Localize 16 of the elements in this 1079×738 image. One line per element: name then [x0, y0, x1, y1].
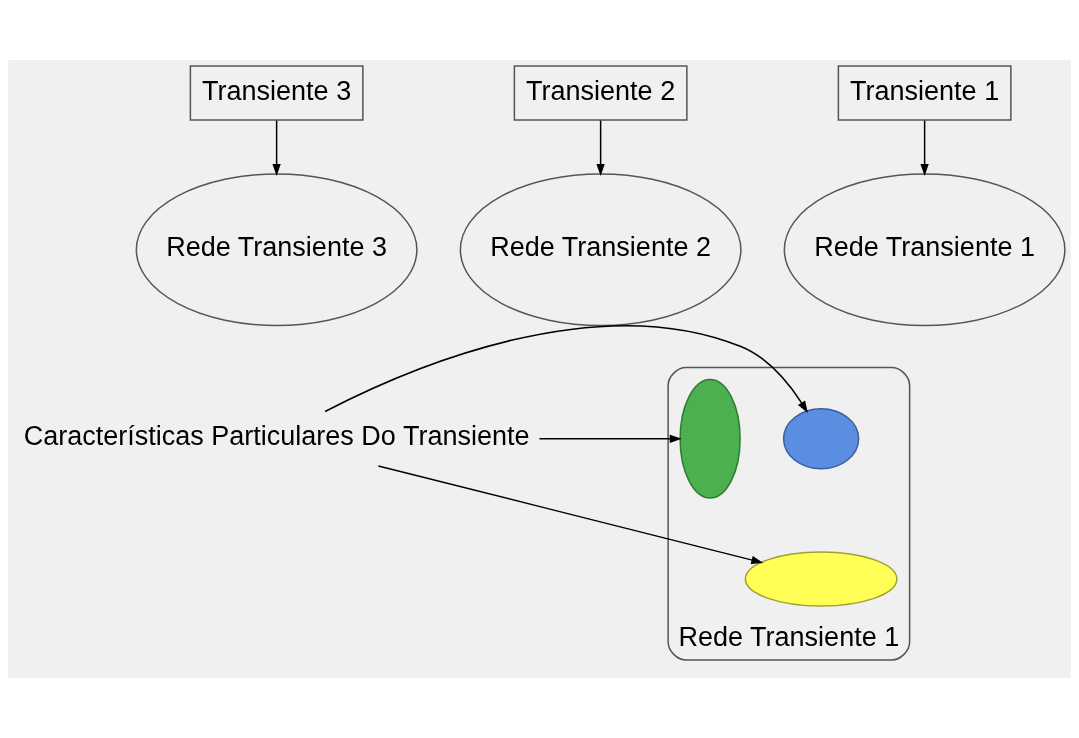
- arrow: [538, 434, 682, 443]
- arrow: [920, 119, 929, 176]
- arrow: [377, 465, 764, 565]
- arrow: [596, 119, 605, 176]
- arrow: [324, 325, 808, 413]
- node-ellipse: [679, 378, 741, 499]
- node-ellipse: Rede Transiente 2: [459, 173, 742, 327]
- arrow: [272, 119, 281, 176]
- node-box: Transiente 2: [513, 65, 688, 121]
- node-ellipse: [744, 551, 898, 607]
- node-ellipse: Rede Transiente 1: [783, 173, 1066, 327]
- node-text: Características Particulares Do Transiente: [23, 421, 530, 452]
- node-ellipse: Rede Transiente 3: [135, 173, 418, 327]
- node-box: Transiente 3: [189, 65, 364, 121]
- node-box: Transiente 1: [837, 65, 1012, 121]
- node-ellipse: [782, 408, 860, 470]
